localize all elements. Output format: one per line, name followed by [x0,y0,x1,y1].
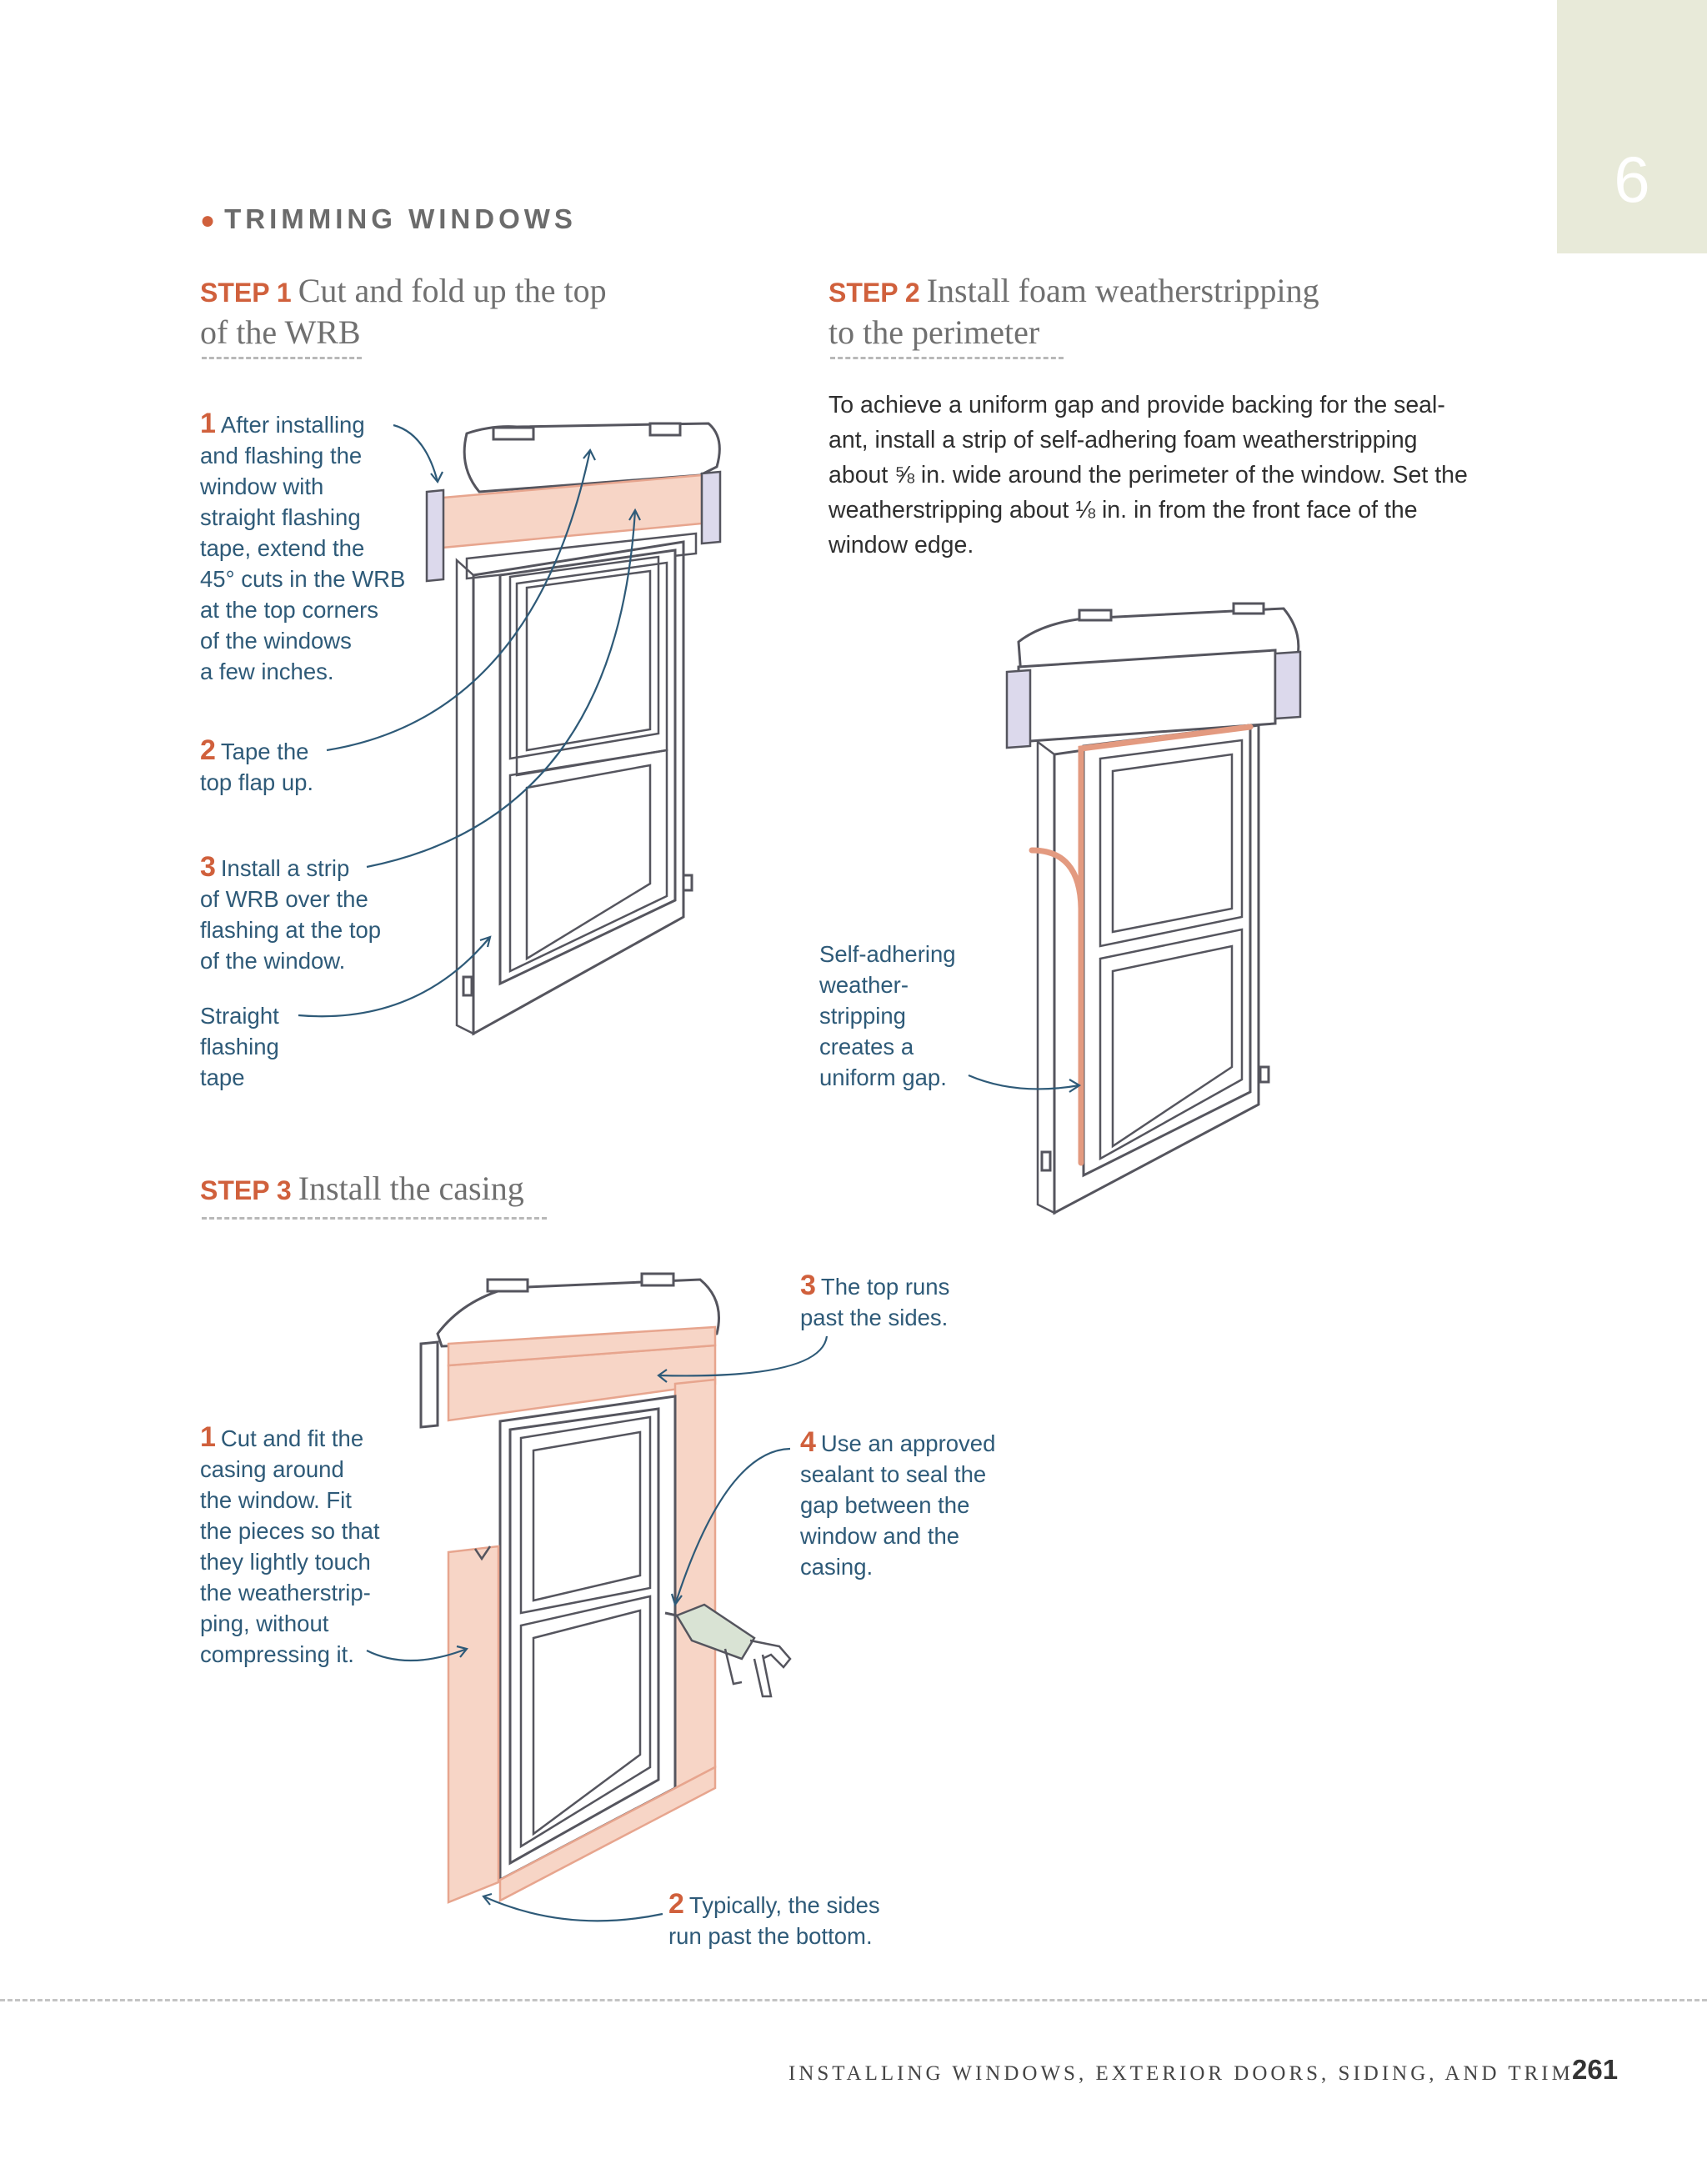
callout-text: The top runs past the sides. [800,1274,950,1330]
bullet-icon: ● [200,207,220,234]
callout-text: Straight flashing tape [200,1003,279,1090]
step-2-title-line1: Install foam weatherstripping [926,272,1319,309]
step-2-label: STEP 2 [828,278,920,308]
callout-number: 2 [200,734,216,766]
step-3-label: STEP 3 [200,1175,292,1205]
callout-number: 4 [800,1426,816,1458]
step-1-title-line2: of the WRB [200,313,361,351]
footer-rule [0,1999,1707,2001]
step-2-title-line2: to the perimeter [828,313,1040,351]
section-title: TRIMMING WINDOWS [224,203,577,234]
callout-text: Self-adhering weather- stripping creates… [819,941,956,1090]
callout-number: 3 [200,851,216,883]
step-1-rule [202,357,362,359]
running-title: INSTALLING WINDOWS, EXTERIOR DOORS, SIDI… [788,2062,1574,2085]
callout-number: 3 [800,1270,816,1301]
callout-number: 1 [200,1421,216,1453]
callout-text: After installing and flashing the window… [200,412,406,684]
callout-number: 1 [200,408,216,439]
callout-text: Use an approved sealant to seal the gap … [800,1430,996,1580]
chapter-tab: 6 [1557,0,1707,253]
callout-text: Typically, the sides run past the bottom… [668,1892,880,1949]
callout-number: 2 [668,1888,684,1920]
page-number: 261 [1572,2054,1619,2085]
callout-text: Install a strip of WRB over the flashing… [200,855,382,974]
chapter-number: 6 [1614,143,1650,216]
step-3-rule [202,1217,547,1220]
step-1-label: STEP 1 [200,278,292,308]
callout-text: Cut and fit the casing around the window… [200,1425,380,1667]
step-3-title-line1: Install the casing [298,1170,524,1207]
step-2-callout-weatherstrip: Self-adhering weather- stripping creates… [819,939,956,1093]
caulk-gun-icon [664,1603,792,1698]
step-1-callout-tape: Straight flashing tape [200,1000,279,1093]
callout-text: Tape the top flap up. [200,739,314,795]
step-2-intro: To achieve a uniform gap and provide bac… [828,392,1468,559]
section-heading: ●TRIMMING WINDOWS [200,203,577,235]
step-1-title-line1: Cut and fold up the top [298,272,607,309]
step-2-rule [830,357,1064,359]
